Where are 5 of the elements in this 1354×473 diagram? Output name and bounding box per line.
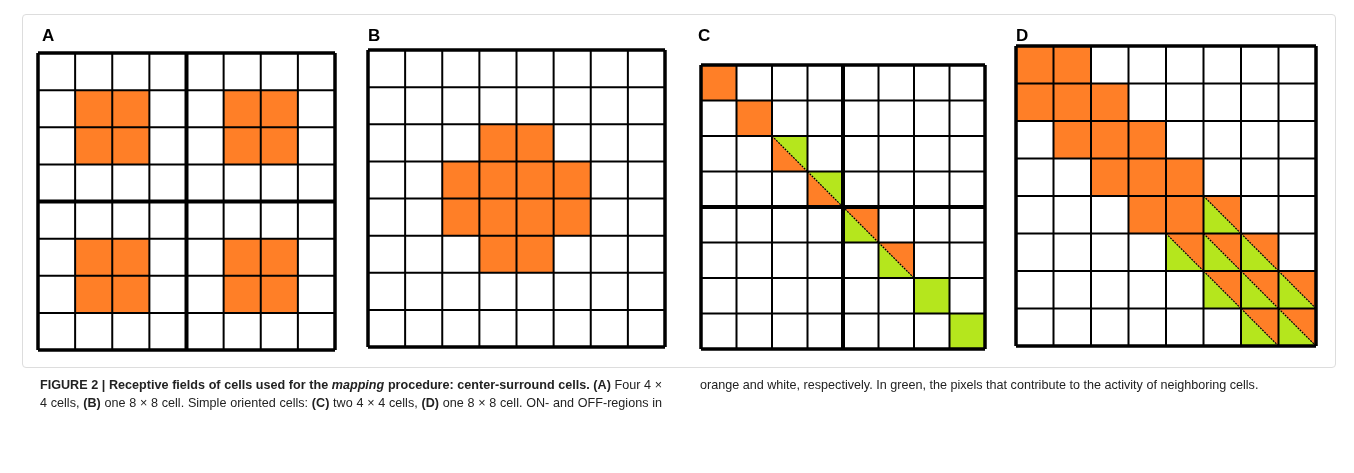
- panel-letter: C: [698, 26, 711, 46]
- panel-letter: B: [368, 26, 381, 46]
- panel-letter: D: [1016, 26, 1029, 46]
- panel-letter: A: [42, 26, 55, 46]
- figure-caption: FIGURE 2 | Receptive fields of cells used for the mapping procedure: center-surround cells. (A) Four 4 × 4 cells, (B) one 8 × 8 cell. Simple oriented cells: (C) two 4 × 4 cells, (D) one 8 × 8 cell. ON- and OFF-regions in orange and white, respectively. In green, the pixels that contribute to the activity of neighboring cells.: [40, 377, 1260, 412]
